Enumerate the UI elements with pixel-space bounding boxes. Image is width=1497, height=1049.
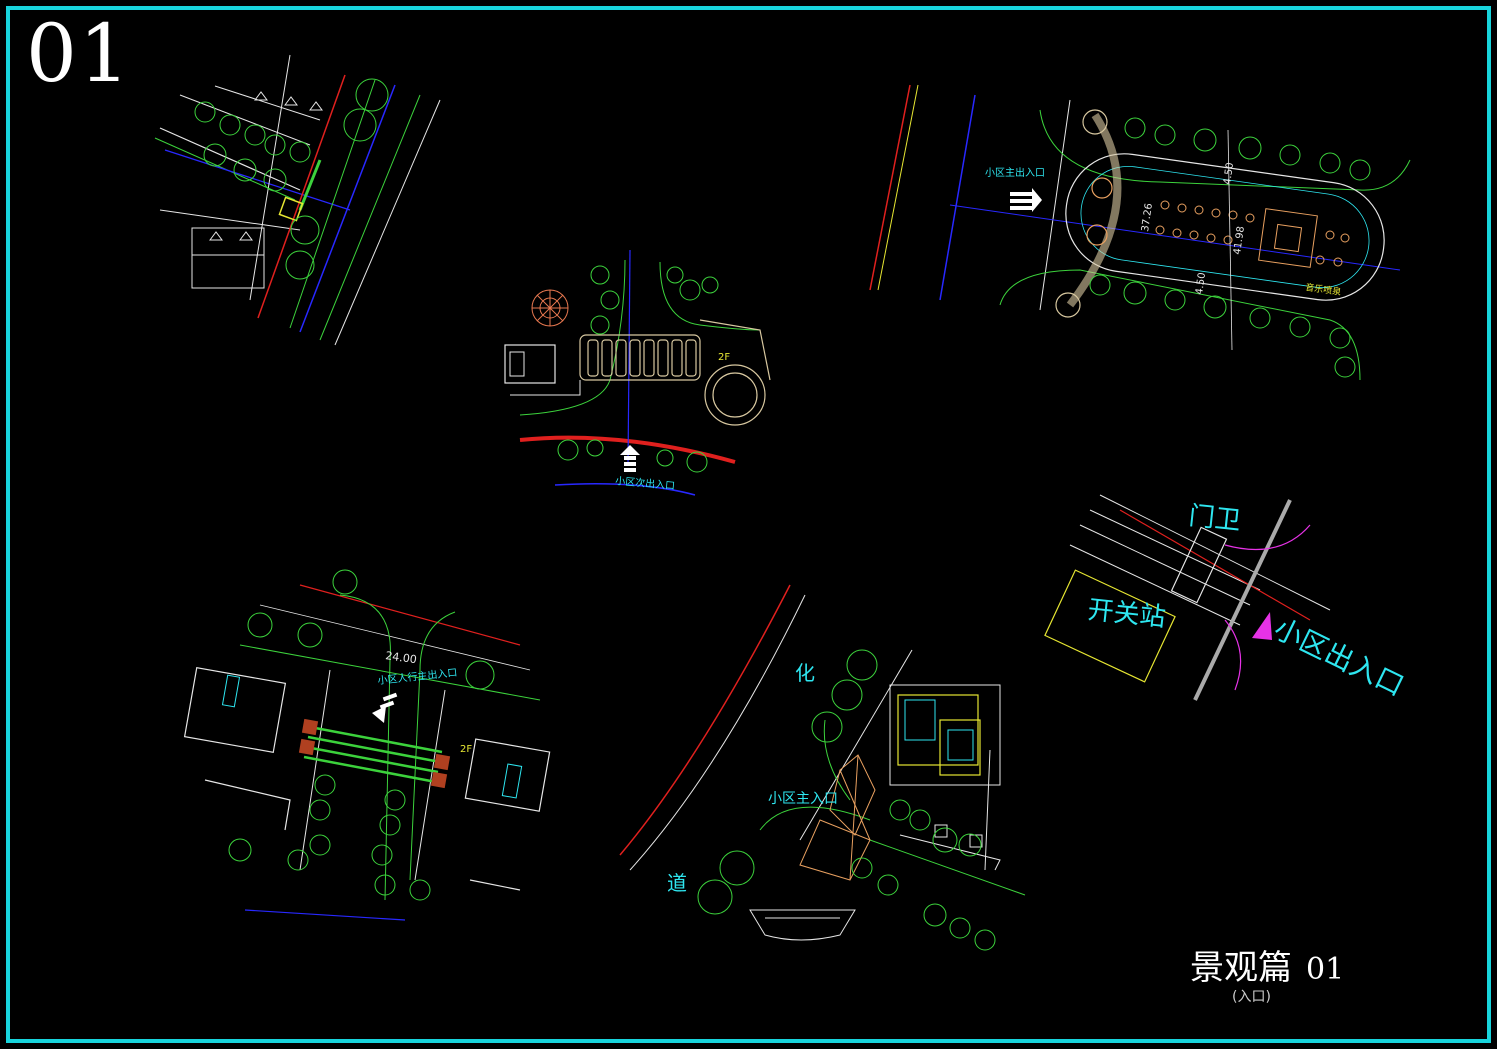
title-block: 景观篇 01 (入口) bbox=[1190, 940, 1345, 1005]
main-in-out-label: 小区主出入口 bbox=[985, 166, 1045, 179]
main-entrance-label: 小区主入口 bbox=[768, 791, 838, 807]
plan-entrance-2 bbox=[504, 249, 771, 496]
plan-entrance-1 bbox=[154, 54, 441, 346]
sheet-title-number: 01 bbox=[1306, 952, 1345, 987]
dimension-label: 24.00 bbox=[385, 649, 418, 666]
plan-entrance-5 bbox=[619, 584, 1026, 951]
dimension-label: 41.98 bbox=[1232, 226, 1247, 256]
dimension-label: 4.50 bbox=[1194, 272, 1208, 296]
plan-entrance-4 bbox=[183, 569, 551, 921]
drawing-frame bbox=[6, 6, 1491, 1043]
dimension-label: 4.50 bbox=[1222, 162, 1236, 186]
plan-entrance-6 bbox=[1044, 494, 1331, 701]
exit-label: 小区出入口 bbox=[1269, 612, 1409, 703]
sheet-title: 景观篇 bbox=[1190, 948, 1292, 988]
sheet-subtitle: (入口) bbox=[1232, 989, 1271, 1005]
sheet-number: 01 bbox=[26, 7, 132, 100]
building-label-2f: 2F bbox=[718, 352, 730, 363]
dimension-label: 37.26 bbox=[1140, 203, 1155, 233]
building-label-2f: 2F bbox=[460, 744, 472, 755]
switch-station-label: 开关站 bbox=[1086, 595, 1167, 633]
road-char-label: 道 bbox=[667, 871, 687, 895]
guard-house-label: 门卫 bbox=[1187, 501, 1242, 536]
fountain-label: 音乐喷泉 bbox=[1305, 281, 1342, 298]
road-char-label: 化 bbox=[795, 661, 815, 685]
pedestrian-entrance-label: 小区人行主出入口 bbox=[377, 666, 458, 687]
plan-entrance-3 bbox=[869, 84, 1411, 381]
secondary-entrance-label: 小区次出入口 bbox=[615, 474, 676, 492]
